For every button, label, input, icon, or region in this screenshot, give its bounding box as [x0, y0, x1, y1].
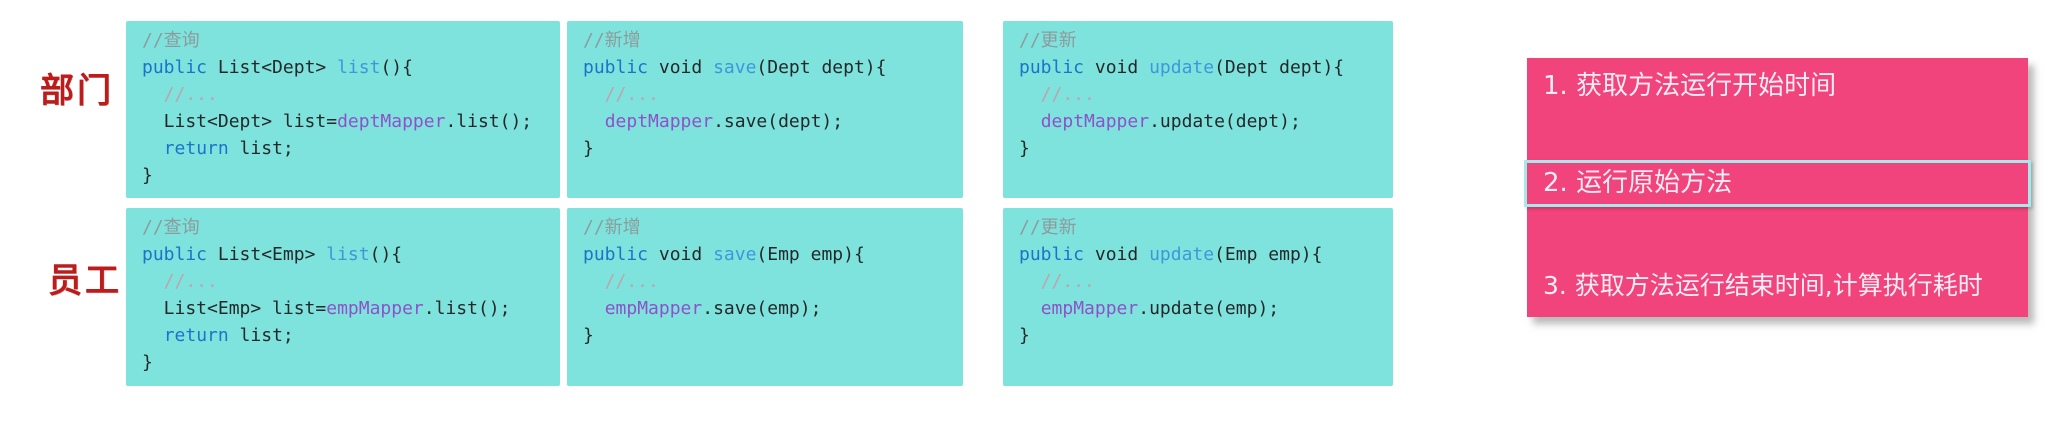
code-line: //新增 [583, 30, 641, 51]
code-line: //查询 [142, 30, 200, 51]
code-line: } [142, 352, 153, 373]
code-block-emp-save: //新增 public void save(Emp emp){ //... emp… [567, 208, 963, 386]
code-line: public List<Dept> list(){ [142, 57, 413, 78]
code-line: public void update(Emp emp){ [1019, 244, 1323, 265]
code-line: //查询 [142, 217, 200, 238]
code-line: //新增 [583, 217, 641, 238]
code-line: //... [1019, 271, 1095, 292]
code-line: //... [142, 271, 218, 292]
row-label-dept: 部门 [40, 71, 114, 111]
code-line: //... [142, 84, 218, 105]
code-line: List<Emp> list=empMapper.list(); [142, 298, 511, 319]
code-line: //... [583, 84, 659, 105]
code-line: List<Dept> list=deptMapper.list(); [142, 111, 533, 132]
code-line: deptMapper.update(dept); [1040, 111, 1301, 132]
code-block-dept-save: //新增 public void save(Dept dept){ //... d… [567, 21, 963, 198]
code-line: deptMapper.save(dept); [604, 111, 844, 132]
code-block-dept-list: //查询 public List<Dept> list(){ //... List… [126, 21, 560, 198]
code-line: return list; [163, 138, 294, 159]
code-block-emp-list: //查询 public List<Emp> list(){ //... List<… [126, 208, 560, 386]
code-line: empMapper.update(emp); [1040, 298, 1280, 319]
row-label-emp: 员工 [48, 261, 122, 301]
code-line: //更新 [1019, 217, 1077, 238]
code-line: empMapper.save(emp); [604, 298, 822, 319]
code-line: public void save(Dept dept){ [583, 57, 887, 78]
timing-steps-panel: 1. 获取方法运行开始时间 2. 运行原始方法 3. 获取方法运行结束时间,计算… [1524, 58, 2031, 317]
code-line: return list; [163, 325, 294, 346]
code-line: public void update(Dept dept){ [1019, 57, 1345, 78]
code-line: } [583, 325, 594, 346]
code-line: //... [1019, 84, 1095, 105]
code-block-dept-update: //更新 public void update(Dept dept){ //...… [1003, 21, 1393, 198]
code-line: //... [583, 271, 659, 292]
code-line: } [1019, 138, 1030, 159]
code-line: } [583, 138, 594, 159]
step-run-original-method-highlighted: 2. 运行原始方法 [1524, 160, 2031, 207]
step-run-original-method-label: 2. 运行原始方法 [1543, 168, 1733, 199]
code-line: } [142, 165, 153, 186]
code-line: } [1019, 325, 1030, 346]
step-get-start-time: 1. 获取方法运行开始时间 [1543, 71, 1837, 101]
code-line: public void save(Emp emp){ [583, 244, 865, 265]
code-line: public List<Emp> list(){ [142, 244, 403, 265]
step-get-end-time-label: 3. 获取方法运行结束时间,计算执行耗时 [1543, 270, 1983, 300]
code-block-emp-update: //更新 public void update(Emp emp){ //... e… [1003, 208, 1393, 386]
code-line: //更新 [1019, 30, 1077, 51]
step-get-end-time-calc-elapsed: 3. 获取方法运行结束时间,计算执行耗时 [1527, 207, 2028, 317]
